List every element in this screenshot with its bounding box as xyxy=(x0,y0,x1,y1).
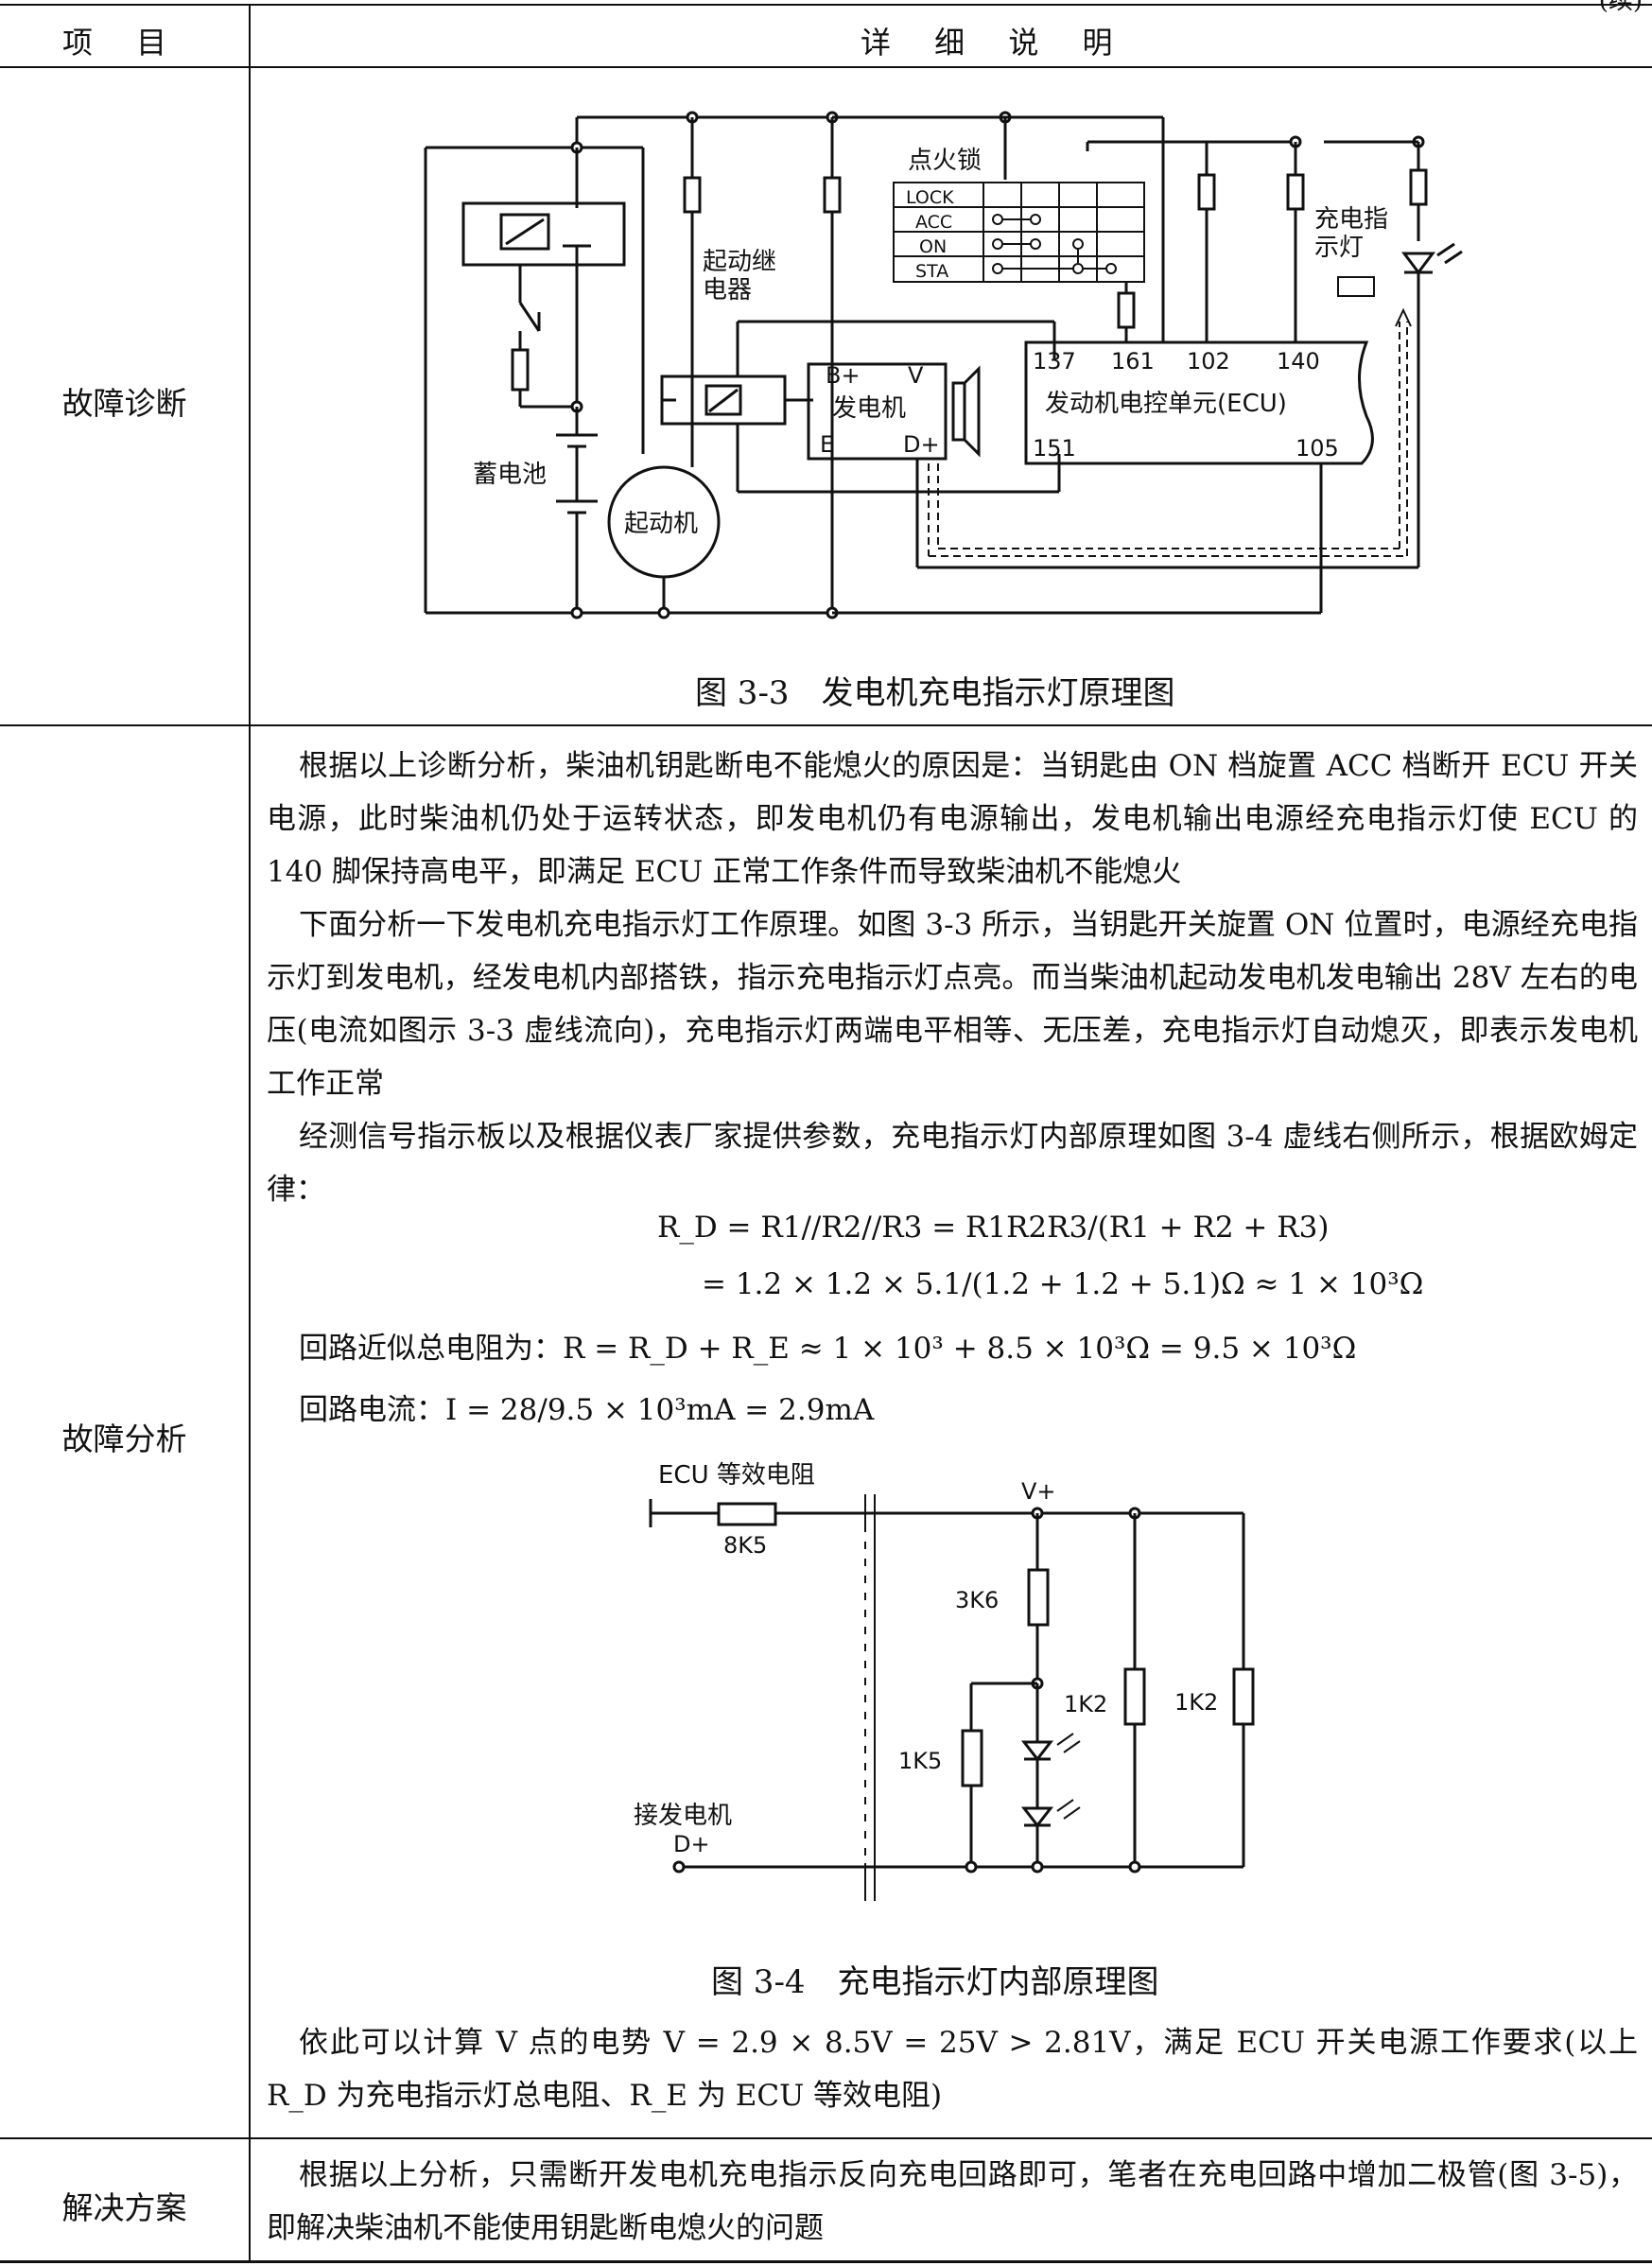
row-label-diagnosis: 故障诊断 xyxy=(61,385,187,422)
r-1k5-label: 1K5 xyxy=(898,1748,942,1774)
equation-current-prefix: 回路电流： xyxy=(299,1393,445,1427)
gen-v: V xyxy=(908,362,924,389)
header-rule xyxy=(0,66,1652,68)
table-bottom-rule xyxy=(0,2260,1652,2263)
continued-mark: (续) xyxy=(1598,0,1643,15)
analysis-paragraph-4: 依此可以计算 V 点的电势 V = 2.9 × 8.5V = 25V > 2.8… xyxy=(267,2026,1638,2113)
gen-bplus: B+ xyxy=(826,362,861,389)
gen-dplus: D+ xyxy=(903,431,940,458)
equation-current-body: I = 28/9.5 × 10³mA = 2.9mA xyxy=(445,1393,875,1427)
figure-3-4-caption: 图 3-4 充电指示灯内部原理图 xyxy=(711,1963,1159,2001)
ecu-pin-105: 105 xyxy=(1296,435,1339,462)
generator-label: 发电机 xyxy=(832,394,906,423)
row-rule-1 xyxy=(0,724,1652,726)
header-detail: 详 细 说 明 xyxy=(861,25,1130,61)
battery-label: 蓄电池 xyxy=(473,461,547,489)
analysis-paragraph-1: 根据以上诊断分析，柴油机钥匙断电不能熄火的原因是：当钥匙由 ON 档旋置 ACC… xyxy=(267,749,1638,889)
row-label-analysis: 故障分析 xyxy=(61,1421,187,1457)
figure-3-3-circuit: 点火锁 LOCK ACC ON STA 起动继 电器 蓄电池 起动机 B+ V … xyxy=(424,111,1463,619)
ecu-pin-102: 102 xyxy=(1187,348,1230,375)
ignition-switch-label: 点火锁 xyxy=(908,147,982,175)
equation-rd: R_D = R1//R2//R3 = R1R2R3/(R1 + R2 + R3) xyxy=(657,1211,1330,1245)
equation-total-r-body: R = R_D + R_E ≈ 1 × 10³ + 8.5 × 10³Ω = 9… xyxy=(563,1332,1357,1366)
ecu-pin-137: 137 xyxy=(1033,348,1076,375)
pos-lock: LOCK xyxy=(906,187,954,208)
header-item: 项 目 xyxy=(62,25,184,61)
solution-paragraph: 根据以上分析，只需断开发电机充电指示反向充电回路即可，笔者在充电回路中增加二极管… xyxy=(267,2158,1638,2245)
row-label-solution: 解决方案 xyxy=(61,2189,187,2226)
ecu-pin-161: 161 xyxy=(1111,348,1155,375)
ecu-resistor-label: ECU 等效电阻 xyxy=(658,1461,815,1490)
r-1k2-b-label: 1K2 xyxy=(1174,1689,1218,1716)
equation-total-r: 回路近似总电阻为：R = R_D + R_E ≈ 1 × 10³ + 8.5 ×… xyxy=(299,1324,1356,1367)
gen-label-2: D+ xyxy=(673,1831,710,1857)
column-divider xyxy=(249,5,251,2263)
r-3k6-label: 3K6 xyxy=(955,1587,999,1613)
gen-label-1: 接发电机 xyxy=(634,1802,732,1830)
analysis-paragraph-3: 经测信号指示板以及根据仪表厂家提供参数，充电指示灯内部原理如图 3-4 虚线右侧… xyxy=(267,1120,1638,1207)
pos-on: ON xyxy=(919,236,947,257)
start-relay-label-2: 电器 xyxy=(703,276,752,305)
ecu-pin-140: 140 xyxy=(1277,348,1320,375)
gen-e: E xyxy=(820,431,834,458)
ecu-label: 发动机电控单元(ECU) xyxy=(1045,390,1287,418)
r-8k5-label: 8K5 xyxy=(723,1532,767,1559)
equation-rd-value: = 1.2 × 1.2 × 5.1/(1.2 + 1.2 + 5.1)Ω ≈ 1… xyxy=(702,1267,1424,1301)
lamp-label-1: 充电指 xyxy=(1314,205,1388,234)
equation-total-r-prefix: 回路近似总电阻为： xyxy=(299,1332,563,1366)
figure-3-3-caption: 图 3-3 发电机充电指示灯原理图 xyxy=(695,674,1175,712)
ecu-pin-151: 151 xyxy=(1033,435,1076,462)
equation-current: 回路电流：I = 28/9.5 × 10³mA = 2.9mA xyxy=(299,1386,874,1428)
pos-sta: STA xyxy=(915,261,948,282)
figure-3-4-circuit: ECU 等效电阻 8K5 V+ 3K6 1K2 1K2 1K5 接发电机 D+ xyxy=(634,1461,1255,1901)
r-1k2-a-label: 1K2 xyxy=(1064,1691,1107,1717)
row-rule-2 xyxy=(0,2137,1652,2139)
start-relay-label-1: 起动继 xyxy=(703,248,776,276)
analysis-paragraph-2: 下面分析一下发电机充电指示灯工作原理。如图 3-3 所示，当钥匙开关旋置 ON … xyxy=(267,908,1638,1101)
table-top-rule xyxy=(0,4,1652,6)
starter-label: 起动机 xyxy=(624,510,698,538)
lamp-label-2: 示灯 xyxy=(1314,234,1364,262)
pos-acc: ACC xyxy=(915,212,952,233)
vplus-label: V+ xyxy=(1021,1478,1056,1505)
